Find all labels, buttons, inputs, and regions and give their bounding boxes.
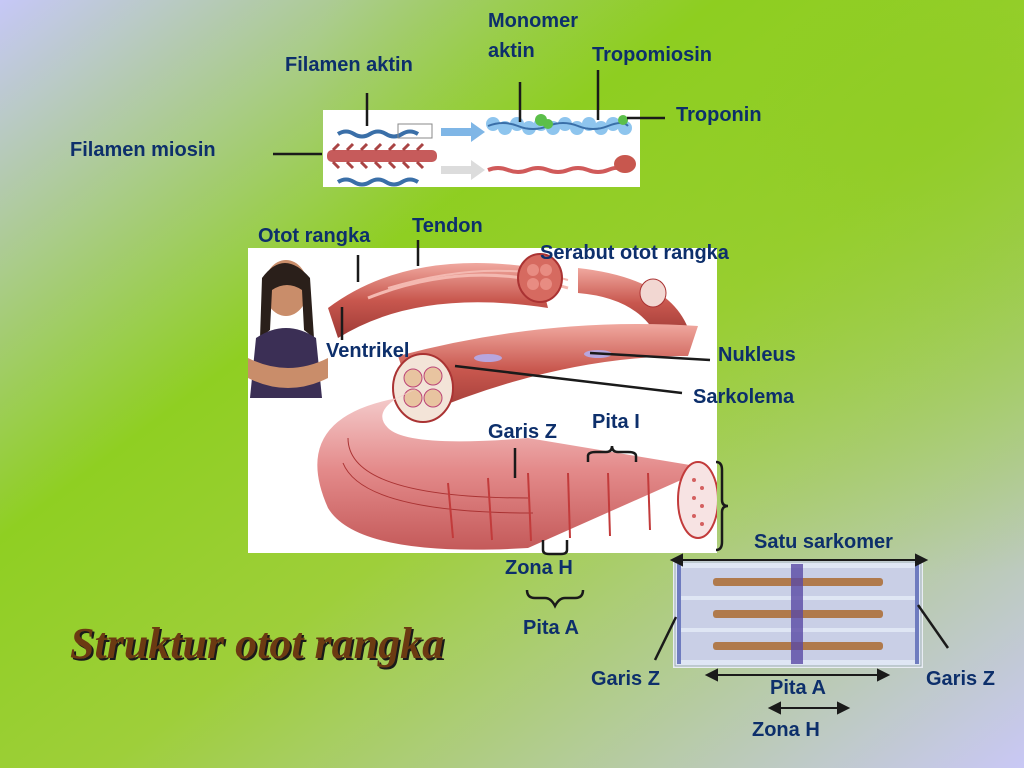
label-garis-z-left: Garis Z <box>591 668 660 690</box>
myosin-filament-left <box>327 142 437 170</box>
actin-filament-left <box>336 129 420 187</box>
myosin-molecule <box>487 155 636 174</box>
label-monomer-aktin-line2: aktin <box>488 40 535 62</box>
arrow-icon <box>441 122 485 142</box>
filament-illustration <box>327 114 636 187</box>
myofibril <box>317 388 717 550</box>
label-monomer-aktin-line1: Monomer <box>488 10 578 32</box>
label-filamen-aktin: Filamen aktin <box>285 54 413 76</box>
label-satu-sarkomer: Satu sarkomer <box>754 531 893 553</box>
label-pita-a-bottom: Pita A <box>770 677 826 699</box>
m-line <box>791 564 803 664</box>
human-figure <box>248 260 328 398</box>
label-troponin: Troponin <box>676 104 762 126</box>
label-pita-a-mid: Pita A <box>523 617 579 639</box>
label-zona-h-bottom: Zona H <box>752 719 820 741</box>
muscle-illustration <box>248 253 717 550</box>
actin-monomers <box>486 114 632 135</box>
z-line-right <box>915 564 919 664</box>
muscle-fiber <box>392 324 698 423</box>
label-sarkolema: Sarkolema <box>693 386 795 408</box>
muscle-panel <box>248 248 717 553</box>
filament-panel <box>323 110 640 187</box>
muscle-bundle <box>328 253 688 338</box>
label-zona-h-mid: Zona H <box>505 557 573 579</box>
label-tropomiosin: Tropomiosin <box>592 44 712 66</box>
label-filamen-miosin: Filamen miosin <box>70 139 216 161</box>
sarcomere-illustration <box>674 561 922 667</box>
label-nukleus: Nukleus <box>718 344 796 366</box>
label-tendon: Tendon <box>412 215 483 237</box>
label-ventrikel: Ventrikel <box>326 340 410 362</box>
label-serabut-otot-rangka: Serabut otot rangka <box>540 242 729 264</box>
slide-title: Struktur otot rangka <box>70 619 445 668</box>
label-otot-rangka: Otot rangka <box>258 225 371 247</box>
arrow-icon <box>441 160 485 180</box>
sarcomere-panel <box>673 560 923 668</box>
label-pita-i: Pita I <box>592 411 640 433</box>
z-line-left <box>677 564 681 664</box>
label-garis-z-right: Garis Z <box>926 668 995 690</box>
label-garis-z-top: Garis Z <box>488 421 557 443</box>
